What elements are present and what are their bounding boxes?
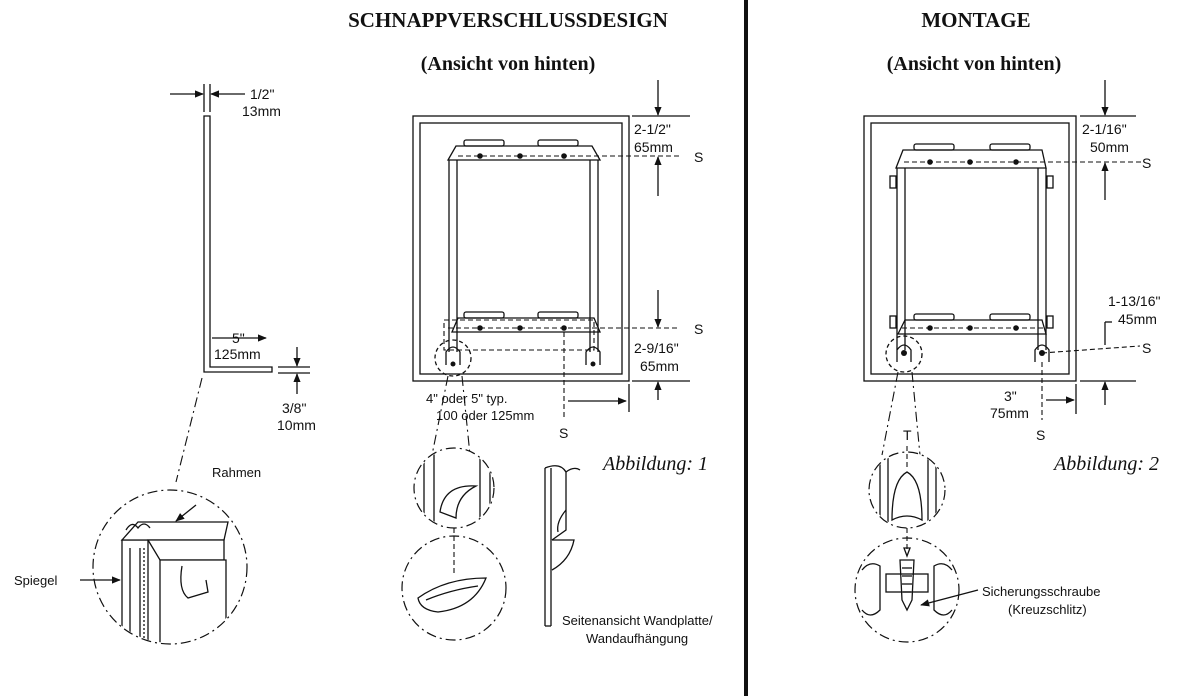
dim2-top-offset-mm: 50mm bbox=[1090, 139, 1129, 155]
dim-top-thickness-in: 1/2" bbox=[250, 86, 274, 102]
rear-view-2 bbox=[863, 80, 1142, 456]
dim-spacing-line2: 100 oder 125mm bbox=[436, 408, 534, 423]
side-profile bbox=[170, 84, 273, 373]
label-screw-2: (Kreuzschlitz) bbox=[1008, 602, 1087, 617]
dim-base-mm: 10mm bbox=[277, 417, 316, 433]
screw-detail-2 bbox=[854, 528, 979, 643]
right-title: MONTAGE bbox=[921, 8, 1030, 32]
screw-mark-bottom: S bbox=[694, 321, 703, 337]
screw2-mark-lower: S bbox=[1036, 427, 1045, 443]
dim-spacing-line1: 4" oder 5" typ. bbox=[426, 391, 508, 406]
label-side-view-2: Wandaufhängung bbox=[586, 631, 688, 646]
rear-view-1 bbox=[412, 80, 690, 456]
right-subtitle: (Ansicht von hinten) bbox=[887, 53, 1061, 75]
screw-mark-top: S bbox=[694, 149, 703, 165]
screw-mark-lower: S bbox=[559, 425, 568, 441]
dim2-bottom-offset-mm: 45mm bbox=[1118, 311, 1157, 327]
dim-depth-mm: 125mm bbox=[214, 346, 261, 362]
dim-base-in: 3/8" bbox=[282, 400, 306, 416]
clip-detail-upper-2 bbox=[868, 446, 946, 529]
screw2-mark-top: S bbox=[1142, 155, 1151, 171]
dim2-bottom-offset-in: 1-13/16" bbox=[1108, 293, 1160, 309]
left-subtitle: (Ansicht von hinten) bbox=[421, 53, 595, 75]
dim-bottom-offset-mm: 65mm bbox=[640, 358, 679, 374]
label-frame: Rahmen bbox=[212, 465, 261, 480]
t-mark: T bbox=[903, 427, 912, 443]
dim-top-offset-in: 2-1/2" bbox=[634, 121, 671, 137]
dim-top-offset-mm: 65mm bbox=[634, 139, 673, 155]
left-title: SCHNAPPVERSCHLUSSDESIGN bbox=[348, 8, 668, 32]
screw2-mark-bottom: S bbox=[1142, 340, 1151, 356]
label-mirror: Spiegel bbox=[14, 573, 57, 588]
label-screw-1: Sicherungsschraube bbox=[982, 584, 1101, 599]
figure-label-1: Abbildung: 1 bbox=[601, 453, 708, 475]
clip-detail-upper-1 bbox=[413, 447, 495, 529]
frame-detail bbox=[80, 489, 248, 645]
dim-base-lines bbox=[278, 347, 310, 394]
wall-plate-side-view bbox=[544, 465, 581, 627]
dim2-side-mm: 75mm bbox=[990, 405, 1029, 421]
figure-label-2: Abbildung: 2 bbox=[1052, 453, 1159, 475]
dim-bottom-offset-in: 2-9/16" bbox=[634, 340, 679, 356]
clip-detail-lower-1 bbox=[401, 528, 507, 641]
dim2-side-in: 3" bbox=[1004, 388, 1017, 404]
dim2-top-offset-in: 2-1/16" bbox=[1082, 121, 1127, 137]
detail-leader-left bbox=[175, 377, 203, 483]
dim-depth-in: 5" bbox=[232, 330, 245, 346]
dim-top-thickness-mm: 13mm bbox=[242, 103, 281, 119]
label-side-view-1: Seitenansicht Wandplatte/ bbox=[562, 613, 713, 628]
